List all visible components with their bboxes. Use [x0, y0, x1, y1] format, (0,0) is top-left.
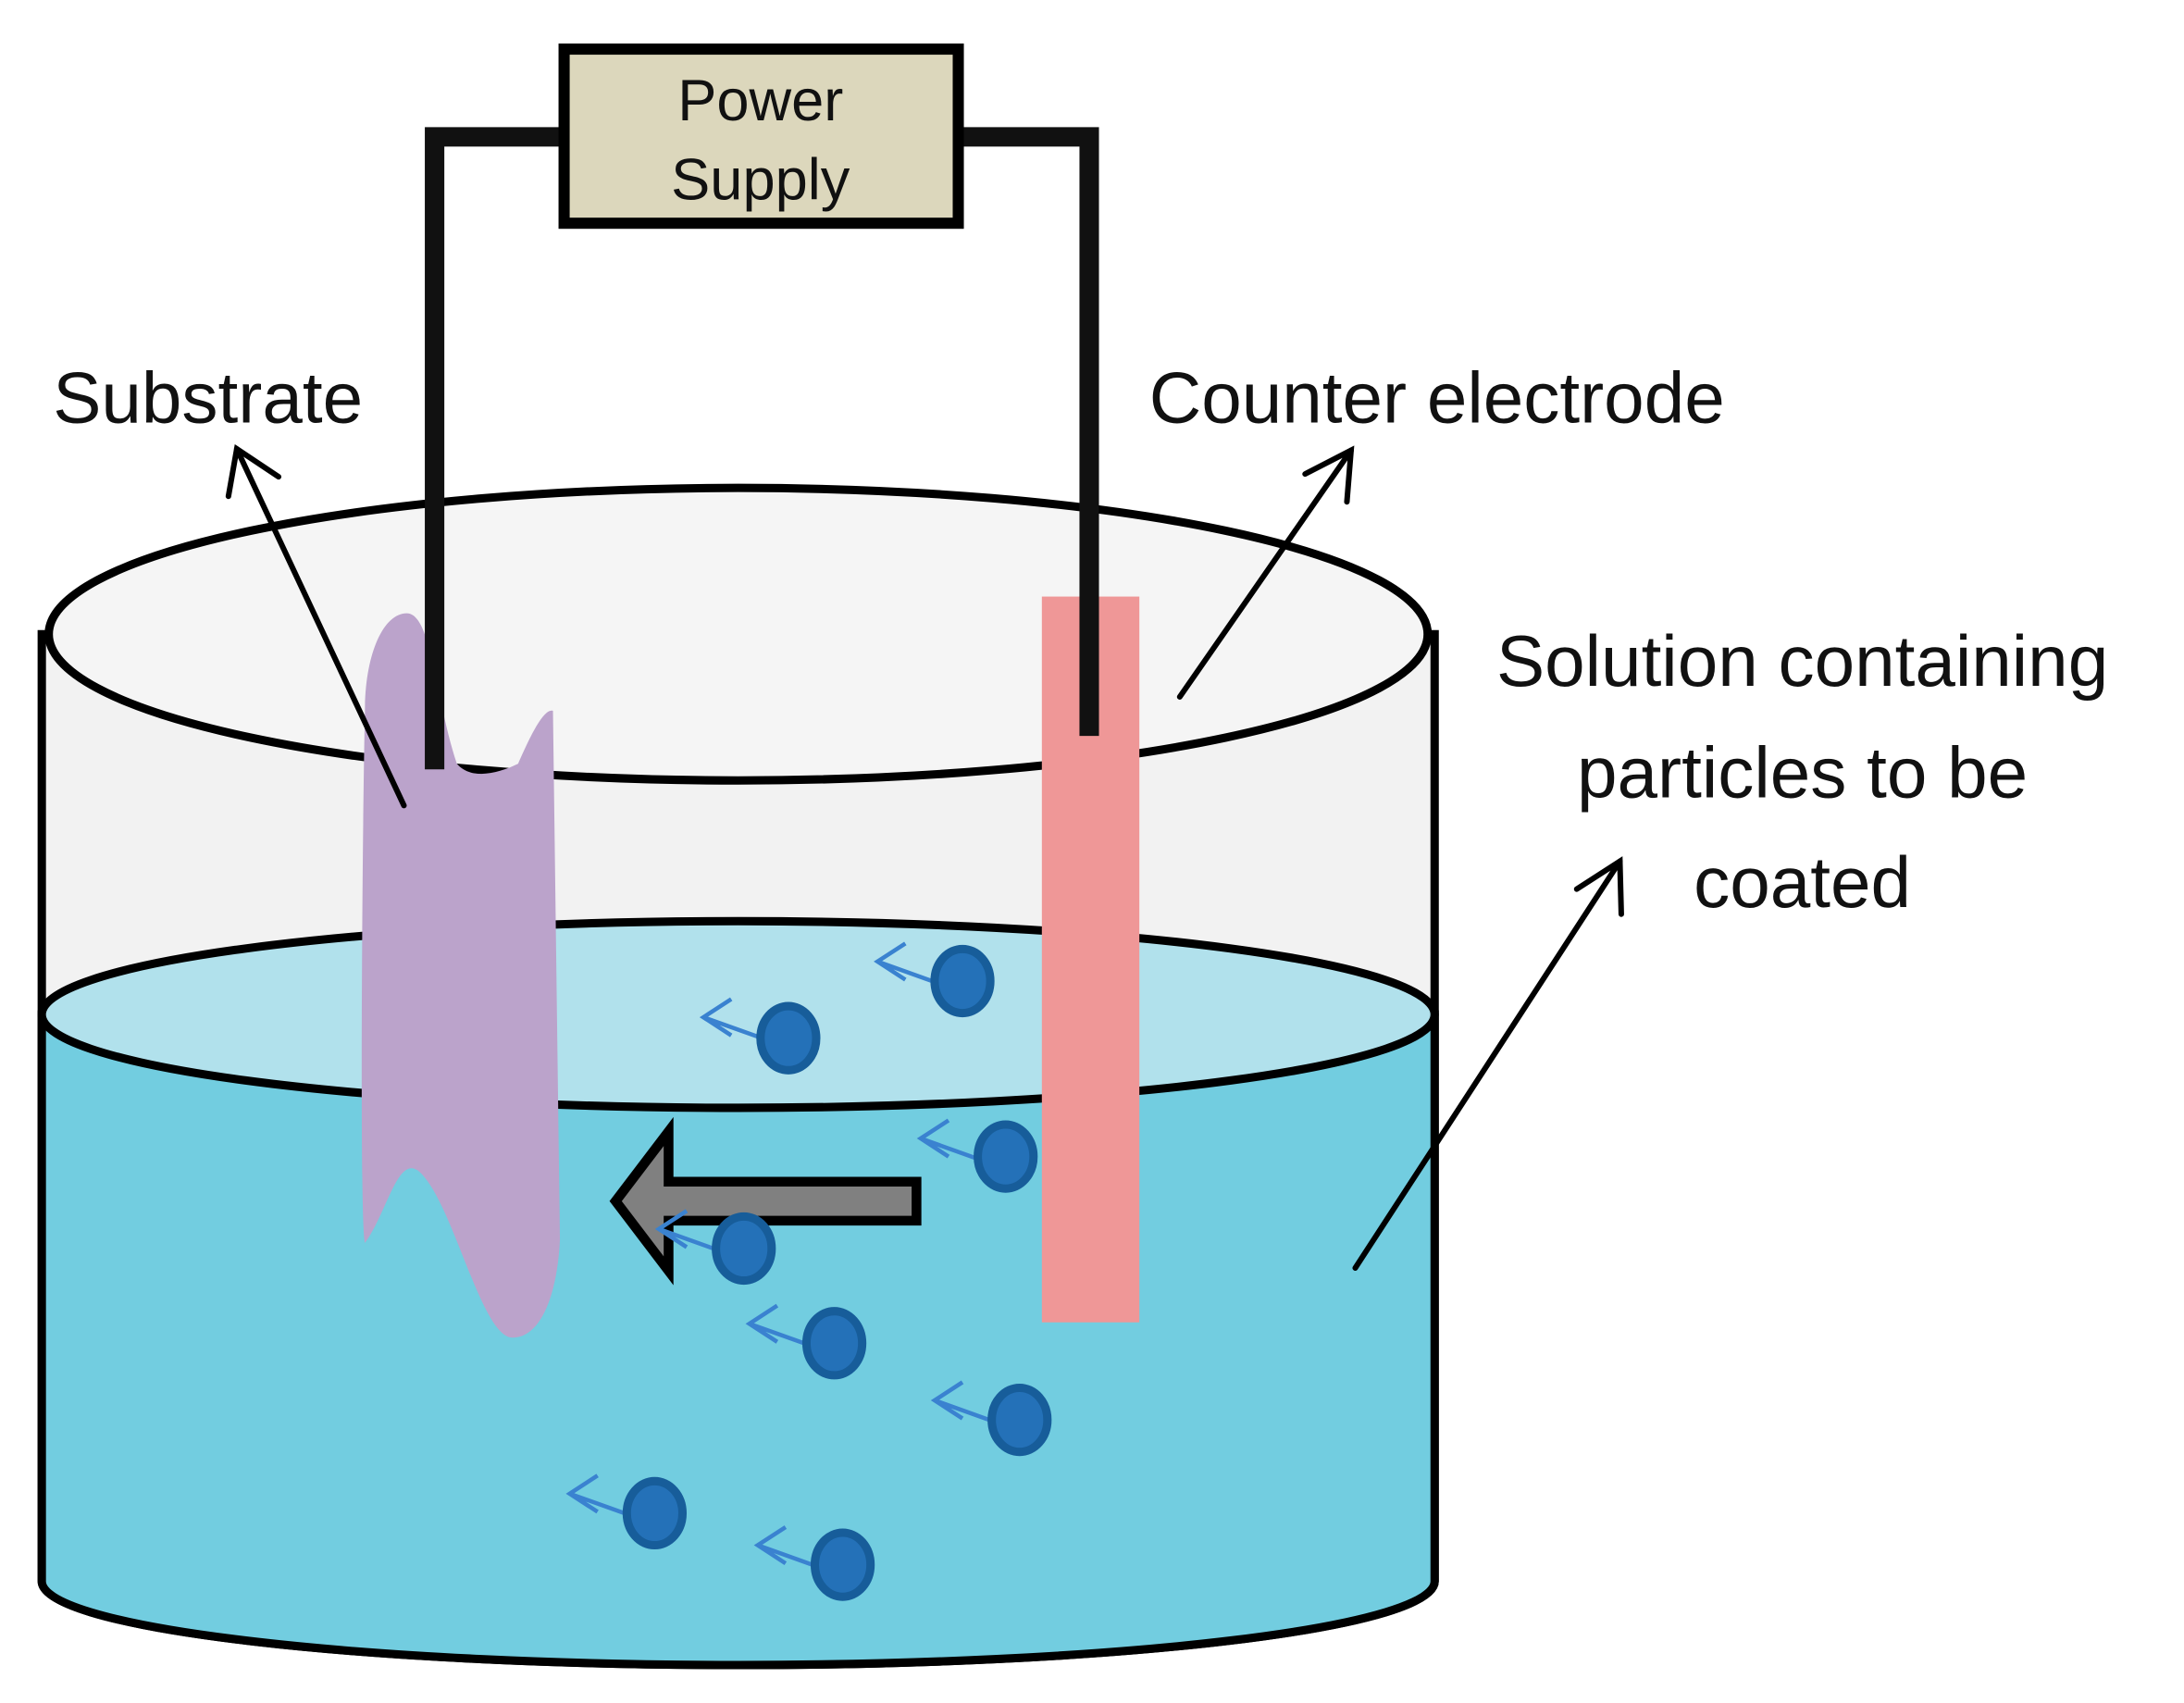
solution-surface — [37, 916, 1439, 1113]
migration-arrow — [609, 1116, 922, 1286]
particle — [916, 1118, 1038, 1193]
particle — [753, 1525, 875, 1601]
substrate-electrode — [361, 613, 561, 1338]
solution-label-line1: Solution containing — [1496, 620, 2108, 702]
power-supply-label-line1: Power — [677, 68, 843, 133]
solution-body — [37, 1010, 1439, 1670]
wire-left — [425, 127, 565, 770]
solution-label-line2: particles to be — [1577, 731, 2028, 813]
particle — [930, 1380, 1052, 1457]
power-supply-label-line2: Supply — [671, 148, 850, 213]
particles — [565, 941, 1052, 1601]
counter-electrode-pointer-arrow — [1176, 445, 1355, 700]
counter-electrode-label: Counter electrode — [1149, 356, 1725, 438]
particle — [874, 941, 995, 1018]
particle — [699, 997, 821, 1075]
particle — [745, 1303, 867, 1380]
wire-right — [958, 127, 1099, 737]
power-supply-box — [558, 44, 964, 230]
solution-pointer-arrow — [1352, 856, 1624, 1272]
substrate-label: Substrate — [53, 356, 363, 438]
solution-label-line3: coated — [1694, 841, 1911, 923]
substrate-pointer-arrow — [225, 443, 407, 809]
particle — [565, 1473, 688, 1550]
particle — [654, 1209, 776, 1286]
